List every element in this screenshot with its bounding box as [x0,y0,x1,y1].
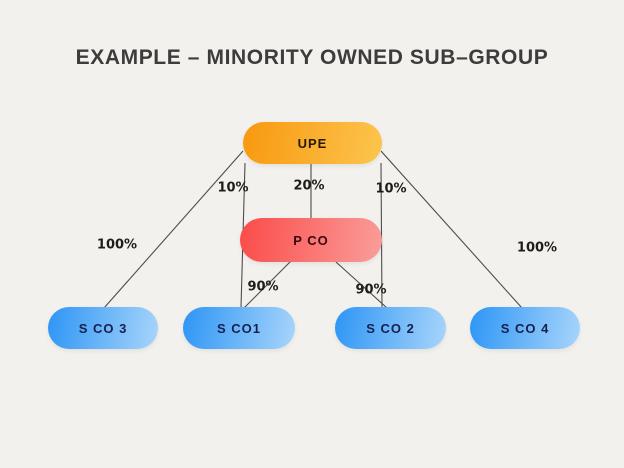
edge-line-p-co-s-co-1 [243,260,292,309]
node-label-s-co-2: S CO 2 [366,320,415,336]
edge-label-upe-s-co-2: 10% [375,181,407,197]
node-s-co-2: S CO 2 [335,307,446,349]
edge-line-upe-s-co-4 [380,150,523,309]
edge-label-upe-s-co-3: 100% [96,237,138,253]
edge-label-upe-s-co-1: 10% [217,180,249,196]
node-label-s-co-4: S CO 4 [500,320,550,336]
node-label-p-co: P CO [293,232,329,248]
node-label-s-co-3: S CO 3 [78,320,128,336]
edge-label-upe-s-co-4: 100% [516,240,558,256]
node-s-co-4: S CO 4 [470,307,580,349]
edge-line-upe-s-co-3 [103,150,244,309]
page-title: EXAMPLE – MINORITY OWNED SUB–GROUP [75,46,549,69]
node-label-upe: UPE [297,135,328,151]
node-s-co-3: S CO 3 [48,307,158,349]
edge-line-p-co-s-co-2 [335,261,388,309]
edge-label-p-co-s-co-1: 90% [247,279,279,295]
edge-label-p-co-s-co-2: 90% [355,282,387,298]
edge-label-upe-p-co: 20% [293,178,325,194]
node-upe: UPE [243,122,382,164]
node-p-co: P CO [240,218,382,262]
node-s-co-1: S CO1 [183,307,295,349]
node-label-s-co-1: S CO1 [216,320,261,336]
